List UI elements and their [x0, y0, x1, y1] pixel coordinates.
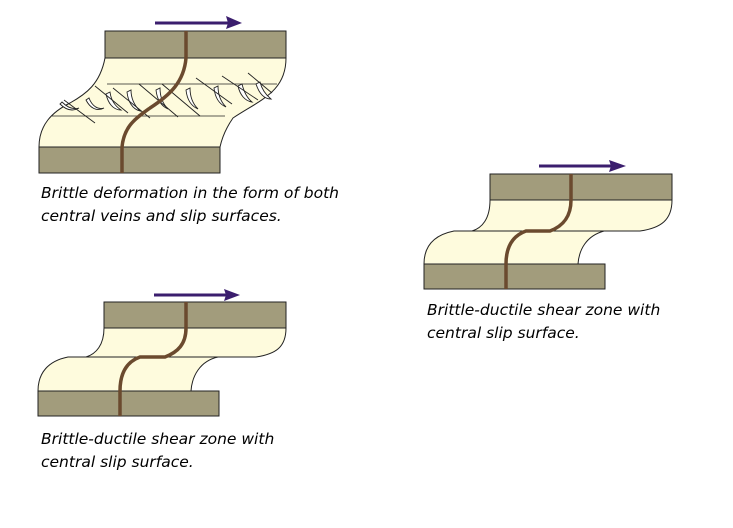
slip-surface: [94, 85, 129, 114]
en-echelon-veins: [59, 81, 273, 112]
upper-bed: [104, 30, 287, 59]
caption-line: Brittle-ductile shear zone with: [41, 430, 275, 448]
central-vein: [118, 302, 188, 416]
deformed-zone: [37, 327, 287, 392]
caption-brittle-ductile-right: Brittle-ductile shear zone with central …: [427, 299, 660, 345]
caption-line: central slip surface.: [41, 453, 194, 471]
slip-surface: [195, 77, 233, 105]
tension-gash: [213, 85, 227, 108]
lower-bed: [38, 146, 221, 174]
lower-bed: [37, 390, 220, 417]
upper-bed: [103, 301, 287, 329]
central-vein: [504, 174, 573, 289]
slip-surface: [247, 72, 273, 94]
central-vein: [120, 31, 188, 173]
slip-surface: [221, 75, 259, 101]
caption-line: central veins and slip surfaces.: [41, 207, 282, 225]
brittle-ductile-shear-zone-block-left: [37, 289, 287, 417]
shear-sense-arrow-icon: [155, 16, 242, 29]
shear-sense-arrow-icon: [154, 289, 240, 301]
caption-line: central slip surface.: [427, 324, 580, 342]
tension-gash: [85, 97, 105, 111]
caption-brittle-ductile-left: Brittle-ductile shear zone with central …: [41, 428, 274, 474]
tension-gash: [105, 91, 123, 111]
slip-surface: [161, 83, 201, 117]
tension-gash: [126, 89, 142, 112]
lower-bed: [423, 263, 606, 290]
caption-line: Brittle deformation in the form of both: [41, 184, 339, 202]
brittle-ductile-shear-zone-block-right: [423, 160, 673, 290]
tension-gash: [59, 101, 80, 111]
tension-gash: [185, 87, 199, 110]
tension-gash: [255, 81, 273, 100]
slip-surface: [63, 99, 96, 124]
shear-sense-arrow-icon: [539, 160, 626, 172]
caption-line: Brittle-ductile shear zone with: [427, 301, 661, 319]
upper-bed: [489, 173, 673, 201]
brittle-shear-zone-block: [38, 16, 287, 174]
caption-brittle: Brittle deformation in the form of both …: [41, 182, 339, 228]
